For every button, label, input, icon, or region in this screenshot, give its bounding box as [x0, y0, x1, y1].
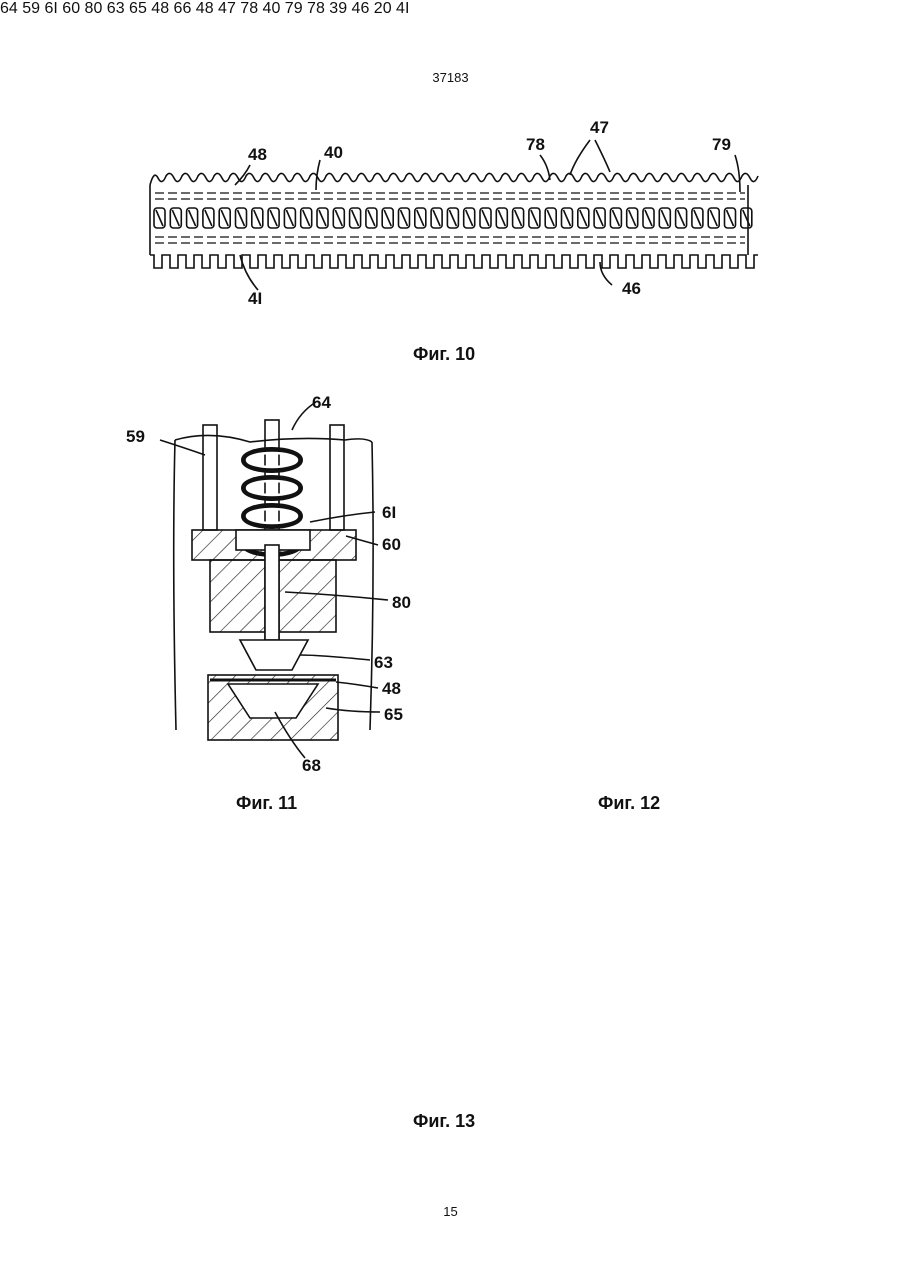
fig10-drawing — [150, 140, 758, 290]
fig11-label-65: 65 — [384, 705, 403, 724]
fig11-label-48: 48 — [382, 679, 401, 698]
fig11-caption: Фиг. 11 — [236, 793, 297, 814]
fig11-label-59: 59 — [126, 427, 145, 446]
fig10-label-46: 46 — [622, 279, 641, 298]
page-number: 15 — [0, 1204, 901, 1219]
fig11-label-68: 68 — [302, 756, 321, 775]
fig11-label-60: 60 — [382, 535, 401, 554]
fig10-caption: Фиг. 10 — [413, 344, 475, 365]
fig10-label-40: 40 — [324, 143, 343, 162]
fig10-label-41: 4I — [248, 289, 262, 308]
fig11-label-61: 6I — [382, 503, 396, 522]
fig10-label-47: 47 — [590, 118, 609, 137]
fig10-label-79: 79 — [712, 135, 731, 154]
fig11-label-80: 80 — [392, 593, 411, 612]
fig12-caption: Фиг. 12 — [598, 793, 660, 814]
fig11-label-63: 63 — [374, 653, 393, 672]
fig11-label-64: 64 — [312, 393, 331, 412]
fig10-label-48: 48 — [248, 145, 267, 164]
fig10-label-78: 78 — [526, 135, 545, 154]
fig11-drawing — [160, 402, 388, 758]
fig13-caption: Фиг. 13 — [413, 1111, 475, 1132]
